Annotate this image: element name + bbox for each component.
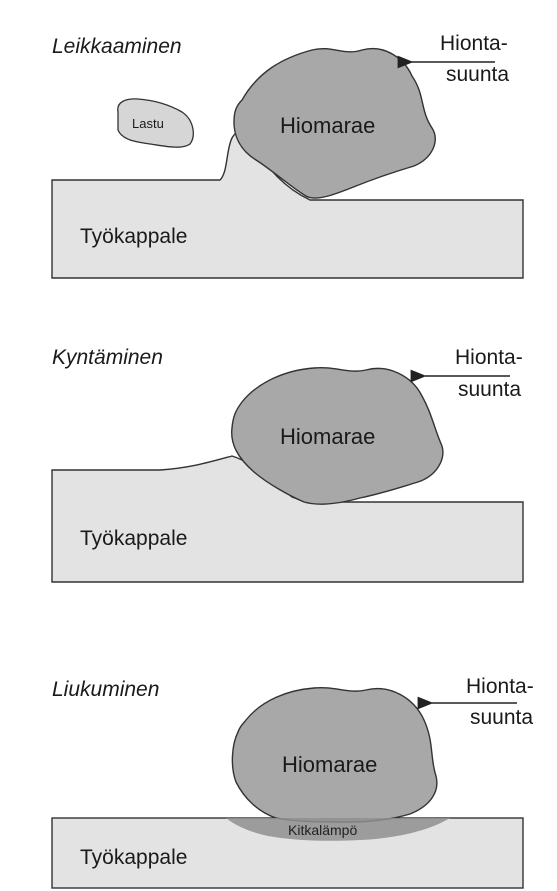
abrasive-grain-shape bbox=[233, 48, 436, 199]
panel-cutting: Leikkaaminen Työkappale Hiomarae Lastu H… bbox=[51, 32, 524, 279]
panel-title: Leikkaaminen bbox=[52, 35, 182, 58]
direction-label-line2: suunta bbox=[446, 63, 509, 86]
friction-heat-zone bbox=[226, 818, 450, 841]
grain-label: Hiomarae bbox=[282, 752, 377, 777]
panel-plowing: Kyntäminen Työkappale Hiomarae Hionta- s… bbox=[51, 346, 524, 583]
workpiece-label: Työkappale bbox=[80, 527, 187, 550]
direction-label-line1: Hionta- bbox=[455, 346, 523, 369]
chip-shape bbox=[117, 98, 194, 148]
panel-title: Kyntäminen bbox=[52, 346, 163, 369]
direction-label-line1: Hionta- bbox=[440, 32, 508, 55]
workpiece-label: Työkappale bbox=[80, 225, 187, 248]
direction-label-line2: suunta bbox=[458, 378, 521, 401]
workpiece-label: Työkappale bbox=[80, 846, 187, 869]
abrasive-grain-shape bbox=[231, 366, 444, 505]
direction-label-line1: Hionta- bbox=[466, 675, 534, 698]
panel-title: Liukuminen bbox=[52, 678, 159, 701]
chip-label: Lastu bbox=[132, 116, 164, 131]
abrasive-grain-shape bbox=[231, 686, 438, 823]
friction-heat-label: Kitkalämpö bbox=[288, 822, 357, 838]
grain-label: Hiomarae bbox=[280, 113, 375, 138]
grain-label: Hiomarae bbox=[280, 424, 375, 449]
panel-sliding: Liukuminen Työkappale Hiomarae Kitkalämp… bbox=[51, 675, 534, 889]
direction-label-line2: suunta bbox=[470, 706, 533, 729]
